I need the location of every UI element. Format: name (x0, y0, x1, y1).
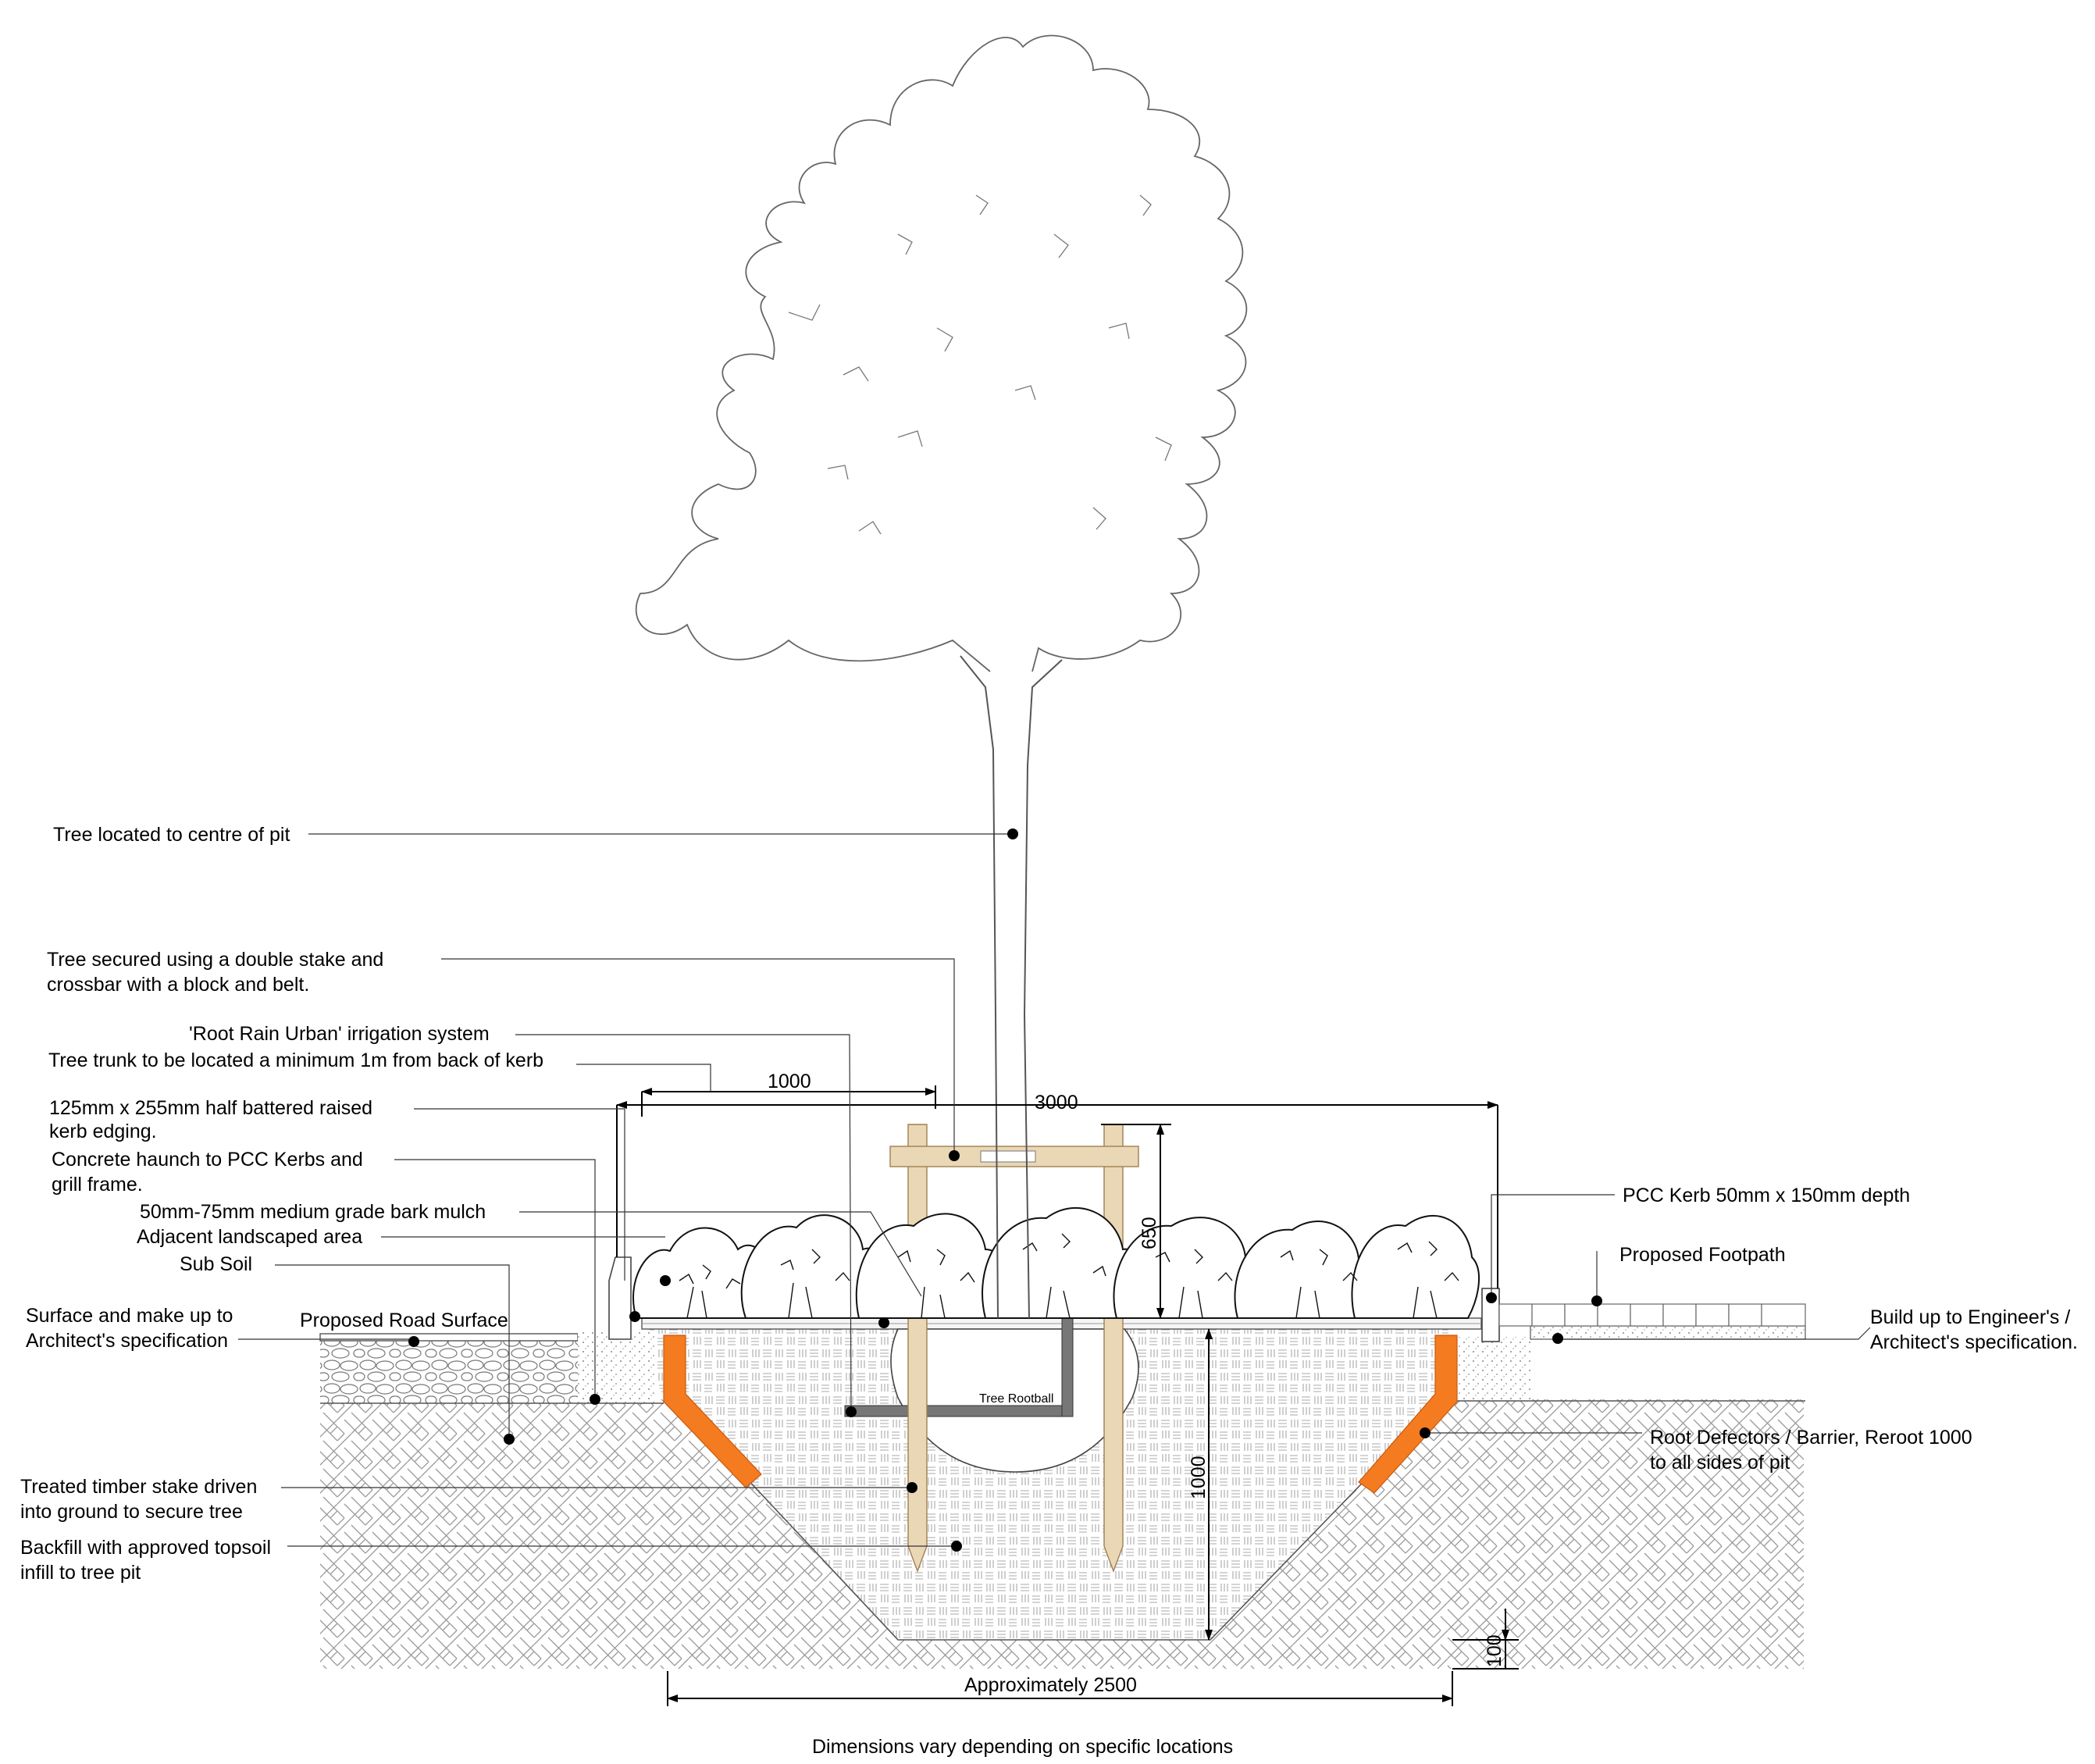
label-footpath: Proposed Footpath (1619, 1244, 1786, 1266)
annotation-labels: Tree located to centre of pit Tree secur… (20, 824, 2078, 1758)
footer-note: Dimensions vary depending on specific lo… (812, 1736, 1233, 1758)
label-subsoil: Sub Soil (180, 1253, 252, 1275)
root-barrier-left (663, 1335, 762, 1488)
road-subbase (320, 1339, 578, 1403)
label-root-line2: to all sides of pit (1650, 1452, 1790, 1474)
dim-1000-depth: 1000 (1188, 1456, 1210, 1499)
label-surface-line1: Surface and make up to (26, 1305, 233, 1327)
kerbs (608, 1256, 1806, 1342)
irrigation-pipe-vertical (1061, 1311, 1074, 1417)
concrete-haunch-right (1445, 1337, 1530, 1401)
label-haunch-line2: grill frame. (52, 1174, 143, 1196)
label-tree-centre: Tree located to centre of pit (53, 824, 290, 846)
subsoil-right (1452, 1399, 1804, 1669)
concrete-haunch-left (578, 1331, 654, 1403)
label-surface-line2: Architect's specification (26, 1330, 228, 1352)
rootball-and-irrigation: Tree Rootball (844, 1305, 1139, 1473)
label-buildup-line1: Build up to Engineer's / (1870, 1306, 2070, 1328)
tree-illustration (635, 34, 1248, 1319)
label-edging-line1: 125mm x 255mm half battered raised (49, 1097, 372, 1119)
label-timber-line2: into ground to secure tree (20, 1501, 243, 1523)
label-stake-line2: crossbar with a block and belt. (47, 974, 309, 996)
label-backfill-line2: infill to tree pit (20, 1562, 141, 1584)
dim-100: 100 (1484, 1634, 1505, 1667)
leader-dots (408, 829, 1602, 1552)
raised-kerb-left (608, 1256, 632, 1340)
tree-rootball (890, 1328, 1139, 1473)
leader-lines (238, 833, 1871, 1547)
rootball-label: Tree Rootball (979, 1392, 1053, 1406)
label-root-line1: Root Defectors / Barrier, Reroot 1000 (1650, 1427, 1972, 1449)
label-irrigation: 'Root Rain Urban' irrigation system (189, 1023, 490, 1045)
label-timber-line1: Treated timber stake driven (20, 1476, 257, 1498)
label-stake-line1: Tree secured using a double stake and (47, 949, 383, 971)
footpath-buildup (1530, 1325, 1806, 1340)
label-edging-line2: kerb edging. (49, 1121, 157, 1142)
label-pcc-kerb: PCC Kerb 50mm x 150mm depth (1623, 1185, 1910, 1206)
label-landscaped: Adjacent landscaped area (137, 1226, 362, 1248)
timber-stake-left (907, 1124, 928, 1573)
timber-stake-right (1103, 1124, 1124, 1573)
tree-canopy (635, 34, 1248, 672)
ground-layers (319, 1317, 1806, 1669)
dim-650: 650 (1138, 1217, 1160, 1249)
label-haunch-line1: Concrete haunch to PCC Kerbs and (52, 1149, 363, 1171)
dim-3000: 3000 (1035, 1092, 1078, 1114)
label-backfill-line1: Backfill with approved topsoil (20, 1537, 271, 1559)
shrubs (632, 1206, 1480, 1319)
subsoil-left (320, 1399, 664, 1669)
label-mulch: 50mm-75mm medium grade bark mulch (140, 1201, 486, 1223)
subsoil-under-pit (664, 1390, 1452, 1669)
footpath-paving (1498, 1303, 1806, 1327)
irrigation-pipe-horizontal (844, 1405, 1072, 1417)
dim-1000-top: 1000 (768, 1071, 811, 1092)
dim-approx-2500: Approximately 2500 (964, 1674, 1137, 1696)
label-trunk-kerb: Tree trunk to be located a minimum 1m fr… (48, 1049, 543, 1071)
dimension-lines: 1000 3000 650 1000 100 Approximately 250… (616, 1071, 1519, 1706)
label-buildup-line2: Architect's specification. (1870, 1331, 2078, 1353)
road-surface (319, 1333, 579, 1342)
tree-block-belt (980, 1150, 1036, 1163)
label-road-surface: Proposed Road Surface (300, 1310, 508, 1331)
root-barrier-right (1358, 1335, 1458, 1494)
tree-trunk (960, 655, 1063, 1319)
root-barriers (663, 1335, 1458, 1494)
